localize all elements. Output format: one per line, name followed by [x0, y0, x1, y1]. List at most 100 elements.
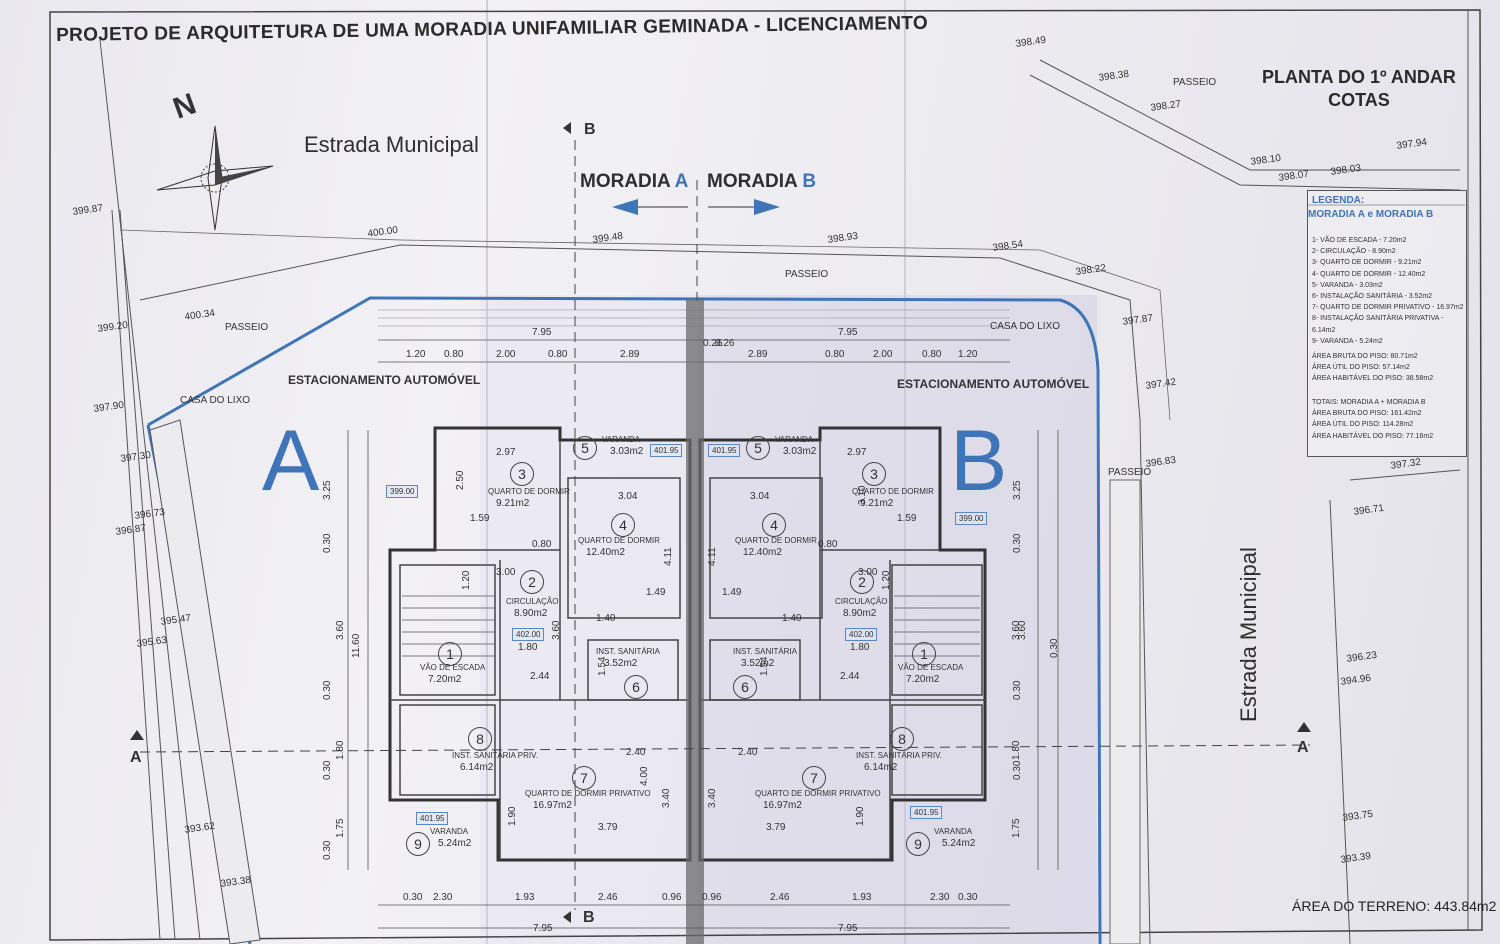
room-number-badge: 4 — [611, 513, 635, 537]
dimension-top: 2.89 — [620, 349, 640, 360]
road-edge-right — [1349, 469, 1461, 481]
room-name: QUARTO DE DORMIR — [735, 536, 817, 545]
room-area: 8.90m2 — [514, 608, 548, 619]
arrow-left-icon — [612, 199, 638, 215]
room-area: 3.52m2 — [741, 658, 775, 669]
room-dimension: 2.40 — [738, 747, 758, 758]
road-edge — [119, 209, 176, 941]
room-dimension: 2.50 — [455, 470, 466, 490]
dimension-side: 1.75 — [1011, 818, 1022, 838]
room-name: QUARTO DE DORMIR — [852, 487, 934, 496]
floor-level-tag: 401.95 — [910, 806, 943, 819]
legend-line: 2- CIRCULAÇÃO - 8.90m2 — [1312, 248, 1396, 256]
room-dimension: 2.97 — [496, 447, 516, 458]
dimension-top: 0.80 — [548, 349, 568, 360]
floor-level-tag: 399.00 — [386, 485, 419, 498]
room-number-badge: 3 — [862, 462, 886, 486]
dimension-bottom: 2.30 — [930, 892, 950, 903]
room-name: VÃO DE ESCADA — [898, 663, 964, 672]
legend-totals-title: TOTAIS: MORADIA A + MORADIA B — [1312, 399, 1426, 406]
dimension-side: 0.30 — [322, 533, 333, 553]
room-dimension: 1.20 — [881, 570, 892, 590]
stair-steps — [402, 595, 980, 657]
room-dimension: 3.00 — [496, 567, 516, 578]
section-label-right: A — [1297, 739, 1309, 756]
dimension-side: 1.75 — [335, 818, 346, 838]
room-area: 3.03m2 — [783, 446, 817, 457]
passeio-label: PASSEIO — [225, 322, 269, 333]
unit-b-shade — [697, 295, 1097, 944]
room-name: VÃO DE ESCADA — [420, 663, 486, 672]
dimension-top: 1.20 — [406, 349, 426, 360]
dimension-top: 1.20 — [958, 349, 978, 360]
room-area: 5.24m2 — [438, 838, 472, 849]
room-dimension: 4.11 — [707, 547, 718, 566]
road-label-right: Estrada Municipal — [1236, 547, 1261, 722]
dimension-top: 0.26 — [715, 338, 735, 349]
room-name: INST. SANITÁRIA — [596, 647, 661, 656]
dimension-side: 0.30 — [1012, 680, 1023, 700]
room-name: INST. SANITÁRIA PRIV. — [452, 751, 538, 760]
section-label-left: A — [130, 749, 142, 766]
plan-title: PLANTA DO 1º ANDAR COTAS — [1262, 67, 1456, 111]
arrow-right-icon — [754, 199, 780, 215]
room-area: 7.20m2 — [906, 674, 940, 685]
dimension-top: 2.00 — [873, 349, 893, 360]
building-walls — [388, 426, 987, 862]
room-name: VARANDA — [602, 435, 641, 444]
room-dimension: 3.60 — [551, 620, 562, 640]
casa-lixo-b: CASA DO LIXO — [990, 321, 1061, 332]
room-dimension: 2.44 — [840, 671, 860, 682]
room-area: 3.03m2 — [610, 446, 644, 457]
legend-line: ÁREA BRUTA DO PISO: 80.71m2 — [1312, 353, 1418, 360]
room-dimension: 1.80 — [850, 642, 870, 653]
dimension-side: 3.25 — [322, 480, 333, 500]
room-dimension: 3.60 — [1017, 620, 1028, 640]
legend-line: 1- VÃO DE ESCADA - 7.20m2 — [1312, 237, 1407, 244]
dimension-bottom: 2.46 — [598, 892, 618, 903]
room-dimension: 0.80 — [818, 539, 838, 550]
room-number-badge: 7 — [572, 766, 596, 790]
room-dimension: 2.97 — [847, 447, 867, 458]
room-area: 16.97m2 — [763, 800, 802, 811]
room-number-badge: 4 — [762, 513, 786, 537]
section-marker-icon — [563, 122, 571, 134]
passeio-label: PASSEIO — [1173, 77, 1217, 88]
road-edge — [99, 39, 201, 941]
passeio-label: PASSEIO — [1108, 467, 1152, 478]
dimension-side: 11.60 — [351, 633, 362, 658]
room-dimension: 1.20 — [461, 570, 472, 590]
room-dimension: 3.40 — [661, 788, 672, 808]
dimension-side: 0.30 — [1012, 533, 1023, 553]
dimension-side: 0.30 — [1049, 638, 1060, 658]
floor-level-tag: 401.95 — [650, 444, 683, 457]
road-edge-top — [119, 229, 1171, 421]
section-label-top: B — [584, 121, 596, 138]
room-dimension: 1.49 — [722, 587, 742, 598]
room-dimension: 1.90 — [855, 806, 866, 826]
moradia-a-letter: A — [674, 171, 689, 192]
dimension-bottom: 0.30 — [958, 892, 978, 903]
legend-line: ÁREA HABITÁVEL DO PISO: 77.16m2 — [1312, 432, 1434, 440]
legend-line: 5- VARANDA - 3.03m2 — [1312, 281, 1383, 289]
legend-line: 7- QUARTO DE DORMIR PRIVATIVO - 16.97m2 — [1312, 304, 1464, 312]
moradia-b-word: MORADIA — [707, 171, 798, 192]
dimension-side: 3.25 — [1012, 480, 1023, 500]
road-edge-right — [1029, 74, 1461, 191]
dimension-top: 7.95 — [838, 327, 858, 338]
room-dimension: 1.59 — [897, 513, 917, 524]
room-area: 12.40m2 — [743, 547, 782, 558]
room-number-badge: 1 — [912, 642, 936, 666]
room-dimension: 1.90 — [507, 806, 518, 826]
room-area: 6.14m2 — [864, 762, 898, 773]
legend-line: ÁREA BRUTA DO PISO: 161.42m2 — [1312, 410, 1422, 418]
road-edge-right — [1039, 59, 1460, 171]
dimension-side: 1.80 — [1011, 740, 1022, 760]
room-name: INST. SANITÁRIA PRIV. — [856, 751, 942, 760]
room-name: QUARTO DE DORMIR PRIVATIVO — [525, 789, 651, 798]
room-name: VARANDA — [934, 827, 973, 836]
room-number-badge: 6 — [624, 675, 648, 699]
legend-line: ÁREA ÚTIL DO PISO: 114.28m2 — [1312, 421, 1414, 429]
room-name: CIRCULAÇÃO — [835, 597, 888, 606]
